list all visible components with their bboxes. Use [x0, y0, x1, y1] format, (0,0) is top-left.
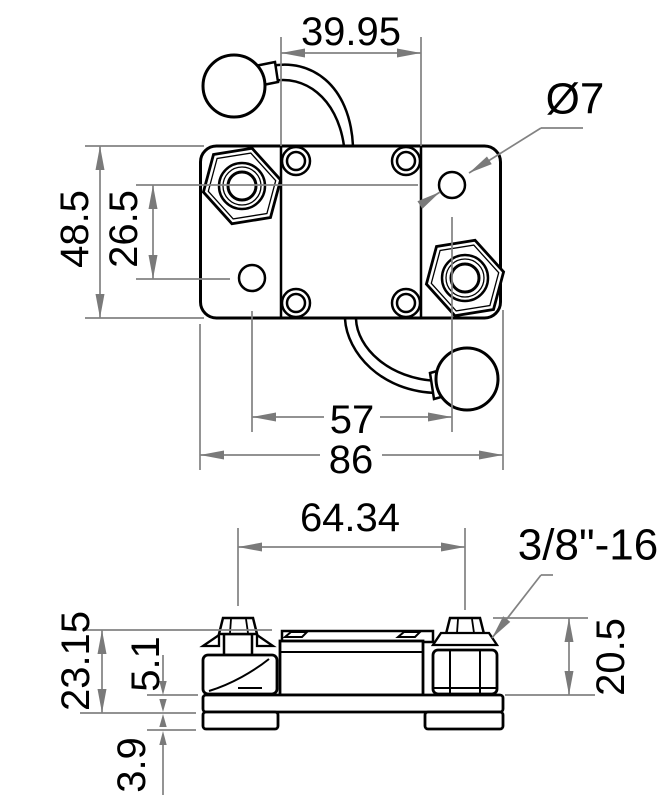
ear-hole: [285, 292, 307, 314]
right-stud-head: [444, 616, 486, 636]
dim-flange-thickness: 5.1: [124, 636, 198, 727]
dim-hole-spacing-label: 57: [330, 398, 375, 442]
right-stud: [430, 616, 500, 696]
dim-overall-width: 86: [199, 310, 504, 482]
dim-overall-height-label: 48.5: [53, 190, 97, 268]
callout-hole-diameter: Ø7: [417, 75, 605, 209]
dim-body-height-label: 23.15: [54, 611, 98, 711]
dim-stud-spacing-label: 64.34: [300, 496, 400, 540]
mounting-ears: [280, 145, 422, 319]
dim-inner-width-label: 39.95: [301, 10, 401, 54]
base-flange: [201, 693, 505, 714]
ear-hole: [285, 150, 307, 172]
dim-foot-height-label: 3.9: [110, 737, 154, 793]
lower-lanyard: [343, 318, 500, 412]
ear-hole: [395, 150, 417, 172]
dim-hole-offset: 26.5: [102, 184, 418, 280]
right-foot: [423, 710, 505, 731]
left-stud-head: [217, 616, 259, 636]
left-stud-wing: [199, 632, 221, 648]
upper-rubber-cap: [201, 53, 267, 119]
left-foot: [201, 710, 280, 731]
dim-overall-height: 48.5: [53, 145, 204, 319]
terminal-nut-upper-left: [201, 146, 283, 226]
mounting-hole-lower-left: [237, 263, 267, 293]
breaker-side-body: [278, 639, 425, 697]
top-view: 39.95 Ø7 48.5 26.5 57: [53, 10, 604, 482]
dim-stud-height: 20.5: [493, 617, 633, 696]
terminal-nut-lower-right: [424, 238, 506, 318]
callout-thread-label: 3/8"-16: [518, 521, 658, 570]
dim-flange-thickness-label: 5.1: [124, 636, 168, 692]
lower-rubber-cap: [434, 346, 500, 412]
ear-hole: [395, 292, 417, 314]
dim-hole-offset-label: 26.5: [102, 190, 146, 268]
dim-overall-width-label: 86: [329, 438, 374, 482]
dim-foot-height: 3.9: [110, 699, 196, 795]
plate-wedge-right: [395, 631, 423, 638]
right-stud-washer: [430, 631, 500, 647]
dim-body-height: 23.15: [54, 611, 272, 714]
dim-stud-spacing: 64.34: [237, 496, 466, 610]
callout-hole-diameter-label: Ø7: [546, 75, 605, 124]
dim-stud-height-label: 20.5: [589, 618, 633, 696]
callout-thread: 3/8"-16: [491, 521, 658, 639]
upper-lanyard: [201, 53, 355, 147]
side-view: 64.34 3/8"-16 20.5 23.15 5.1: [54, 496, 658, 795]
dim-hole-spacing: 57: [251, 217, 453, 442]
plate-wedge-left: [282, 631, 310, 638]
left-stud-wing: [255, 632, 277, 648]
left-nut-chamfer: [208, 658, 270, 692]
dim-inner-width: 39.95: [280, 10, 422, 146]
mounting-hole-upper-right: [437, 170, 467, 200]
